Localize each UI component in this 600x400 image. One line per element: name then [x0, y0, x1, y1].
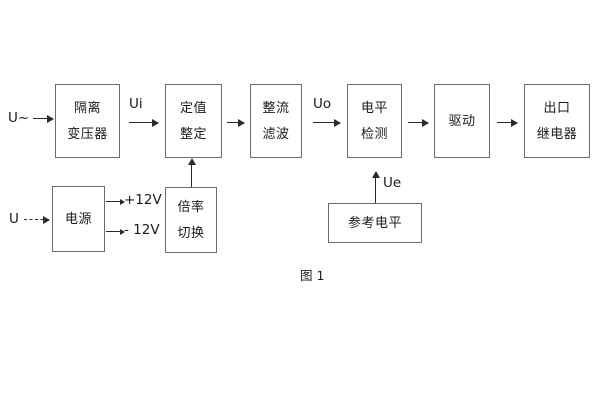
arrow-input-to-power-supply [24, 216, 50, 224]
block-output-relay-line2: 继电器 [536, 126, 578, 142]
block-power-supply-line1: 电源 [64, 211, 92, 227]
block-drive: 驱动 [434, 84, 490, 158]
block-level-detection-line1: 电平 [360, 100, 388, 116]
arrow-isolation-transformer-to-setting-value [129, 118, 159, 127]
arrow-rectify-filter-to-level-detection [313, 118, 341, 127]
block-multiplier-switch-line1: 倍率 [177, 199, 205, 215]
block-power-supply: 电源 [52, 186, 105, 252]
block-reference-level-line1: 参考电平 [347, 215, 402, 231]
block-rectify-filter: 整流 滤波 [250, 84, 302, 158]
block-output-relay-line1: 出口 [543, 100, 571, 116]
input-label-u-dc: U [9, 211, 19, 227]
block-drive-line1: 驱动 [448, 113, 476, 129]
block-isolation-transformer: 隔离 变压器 [55, 84, 120, 158]
signal-label-ue: Ue [383, 175, 402, 191]
input-label-u-ac: U~ [8, 110, 30, 126]
block-multiplier-switch: 倍率 切换 [165, 187, 217, 253]
arrow-drive-to-output-relay [497, 118, 518, 127]
arrow-multiplier-switch-to-setting-value [187, 158, 196, 187]
signal-label-ui: Ui [129, 96, 143, 112]
label-rail-negative: - 12V [124, 222, 160, 238]
label-rail-positive: +12V [124, 192, 162, 208]
block-setting-value-line1: 定值 [179, 100, 207, 116]
block-setting-value: 定值 整定 [165, 84, 222, 158]
signal-label-uo: Uo [313, 96, 332, 112]
arrow-setting-value-to-rectify-filter [227, 118, 245, 127]
block-reference-level: 参考电平 [328, 203, 422, 243]
arrow-rail-positive [106, 198, 125, 205]
figure-caption: 图 1 [300, 268, 325, 283]
block-level-detection-line2: 检测 [360, 126, 388, 142]
block-isolation-transformer-line1: 隔离 [73, 100, 101, 116]
block-rectify-filter-line1: 整流 [262, 100, 290, 116]
arrow-rail-negative [106, 228, 125, 235]
block-multiplier-switch-line2: 切换 [177, 225, 205, 241]
block-output-relay: 出口 继电器 [524, 84, 590, 158]
block-setting-value-line2: 整定 [179, 126, 207, 142]
block-rectify-filter-line2: 滤波 [262, 126, 290, 142]
block-isolation-transformer-line2: 变压器 [67, 126, 108, 142]
arrow-level-detection-to-drive [408, 118, 429, 127]
block-level-detection: 电平 检测 [347, 84, 402, 158]
arrow-input-to-isolation-transformer [33, 114, 54, 123]
arrow-reference-level-to-level-detection [371, 171, 380, 203]
